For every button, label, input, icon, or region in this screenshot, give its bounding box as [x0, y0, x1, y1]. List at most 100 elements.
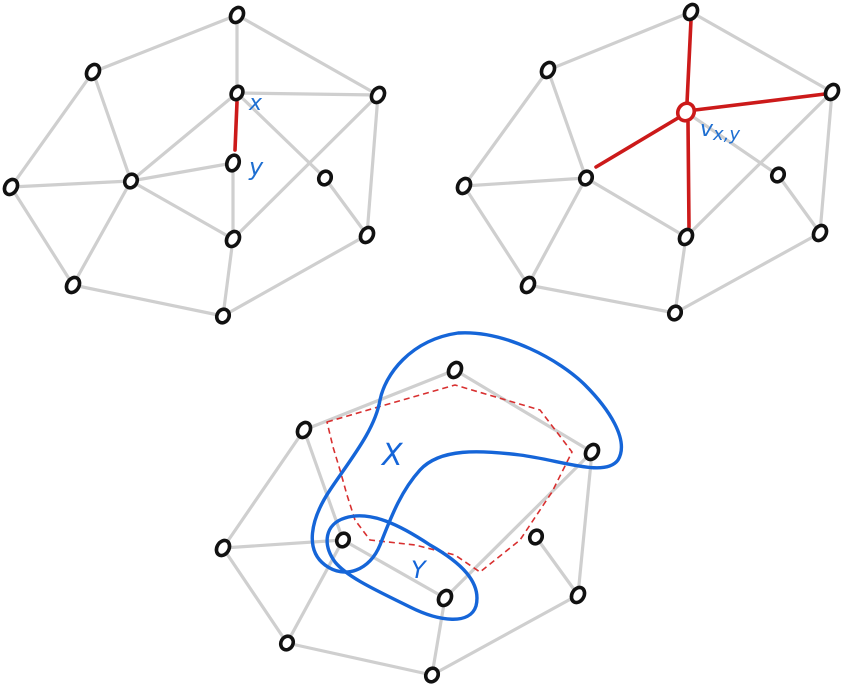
node	[677, 227, 695, 247]
edge	[221, 237, 235, 318]
node	[334, 531, 352, 549]
edge	[221, 546, 289, 645]
edge	[129, 91, 239, 183]
node	[539, 60, 557, 80]
edge	[526, 283, 677, 315]
edge	[462, 176, 588, 188]
edge	[576, 450, 594, 597]
node	[369, 85, 387, 105]
edge	[9, 185, 75, 287]
node	[666, 304, 684, 322]
edge	[129, 179, 235, 241]
node	[295, 420, 313, 440]
edge	[9, 70, 95, 189]
edge	[323, 176, 369, 237]
left-graph-edges	[9, 13, 380, 318]
node	[569, 585, 587, 605]
edge	[453, 368, 594, 454]
bottom-graph-edges	[221, 368, 594, 677]
edge	[818, 90, 834, 235]
edge	[221, 233, 369, 318]
edge	[235, 91, 380, 97]
edge	[285, 641, 434, 677]
label-x: x	[248, 91, 263, 116]
edge	[9, 179, 133, 189]
edge	[526, 176, 588, 287]
dashed-boundary	[326, 384, 573, 573]
edge	[684, 90, 834, 239]
edge	[594, 116, 680, 169]
edge	[584, 176, 688, 239]
edge	[673, 235, 688, 315]
edge	[91, 13, 239, 74]
edge	[71, 283, 225, 318]
node	[823, 82, 841, 102]
edge	[365, 93, 380, 237]
edge	[430, 596, 447, 677]
edge	[235, 13, 380, 97]
node	[214, 307, 232, 325]
node	[278, 634, 296, 652]
right-graph: vx,y	[455, 2, 841, 322]
region-x-outline	[310, 331, 624, 574]
edge	[673, 231, 822, 315]
edge	[221, 538, 345, 550]
edge	[443, 450, 594, 600]
node	[446, 360, 464, 380]
node	[519, 275, 537, 295]
edge	[231, 93, 380, 241]
edge	[534, 535, 580, 597]
node	[769, 166, 787, 184]
edge	[430, 593, 580, 677]
edge	[546, 68, 588, 180]
right-graph-nodes	[455, 2, 841, 322]
node	[228, 5, 246, 25]
edge	[341, 538, 447, 600]
bottom-graph: X Y	[214, 331, 624, 684]
edge	[776, 173, 822, 235]
node	[423, 666, 441, 684]
merged-node-edges	[594, 18, 827, 229]
node	[577, 169, 595, 187]
edge	[546, 10, 693, 72]
edge-x-y-highlighted	[233, 100, 239, 152]
node	[224, 229, 242, 249]
node	[811, 223, 829, 243]
right-graph-edges	[462, 10, 834, 315]
edge	[462, 68, 550, 188]
edge	[462, 184, 530, 287]
node	[583, 442, 601, 462]
node	[316, 169, 334, 187]
node	[84, 62, 102, 82]
node	[122, 172, 140, 190]
left-graph-nodes	[2, 5, 387, 325]
label-set-x: X	[380, 438, 404, 473]
region-y-outline	[325, 514, 479, 621]
node-x	[229, 84, 245, 102]
edge	[685, 18, 693, 105]
bottom-graph-nodes	[214, 360, 601, 684]
edge	[71, 179, 133, 287]
node	[2, 177, 20, 197]
edge	[129, 161, 235, 183]
edge	[693, 92, 827, 112]
label-y: y	[248, 153, 264, 181]
label-merged-sub: x,y	[712, 124, 740, 145]
node	[682, 2, 700, 22]
node	[455, 176, 473, 196]
label-merged-main: v	[700, 117, 714, 142]
node	[214, 538, 232, 558]
label-merged-vxy: vx,y	[700, 117, 740, 145]
node	[64, 275, 82, 295]
node-y	[224, 153, 242, 173]
node	[358, 225, 376, 245]
node	[436, 588, 454, 608]
node-merged-vxy	[675, 101, 697, 123]
left-graph: x y	[2, 5, 387, 325]
node	[527, 528, 545, 546]
edge	[91, 70, 133, 183]
edge	[689, 10, 834, 94]
edge	[684, 110, 780, 177]
edge	[686, 120, 691, 229]
